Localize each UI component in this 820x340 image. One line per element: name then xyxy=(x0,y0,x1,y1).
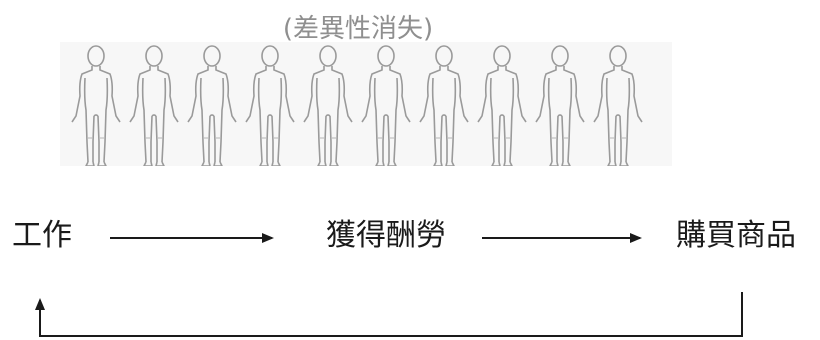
step-reward-label: 獲得酬勞 xyxy=(326,218,446,253)
step-work-label: 工作 xyxy=(12,218,72,253)
step-buy-label: 購買商品 xyxy=(676,218,796,253)
caption: (差異性消失) xyxy=(282,14,434,44)
arrow-buy-back-to-work xyxy=(35,292,743,337)
figure-row xyxy=(60,42,672,166)
